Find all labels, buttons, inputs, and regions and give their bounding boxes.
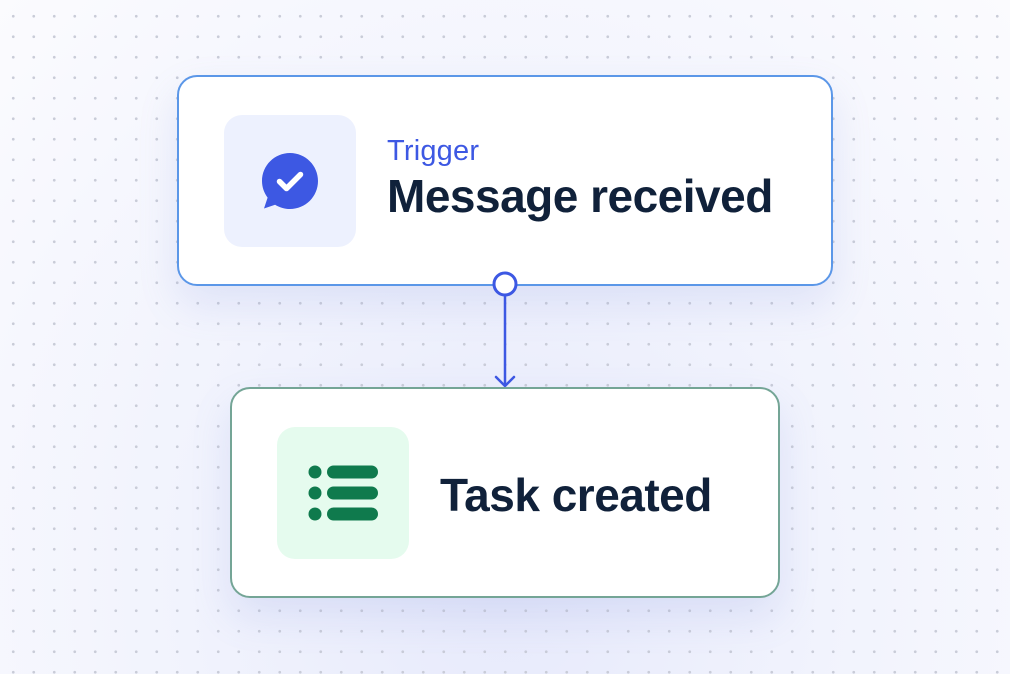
action-text: Task created: [440, 467, 712, 523]
chat-check-icon: [262, 153, 318, 209]
action-title: Task created: [440, 469, 712, 521]
action-node-card[interactable]: Task created: [230, 387, 780, 598]
trigger-label: Trigger: [387, 135, 480, 167]
list-icon: [308, 465, 378, 521]
edge-arrowhead: [494, 375, 516, 388]
output-port-handle[interactable]: [492, 271, 518, 297]
trigger-title: Message received: [387, 170, 773, 222]
trigger-icon-tile: [224, 115, 356, 247]
action-icon-tile: [277, 427, 409, 559]
trigger-node-card[interactable]: Trigger Message received: [177, 75, 833, 286]
trigger-text: Trigger Message received: [387, 134, 773, 224]
